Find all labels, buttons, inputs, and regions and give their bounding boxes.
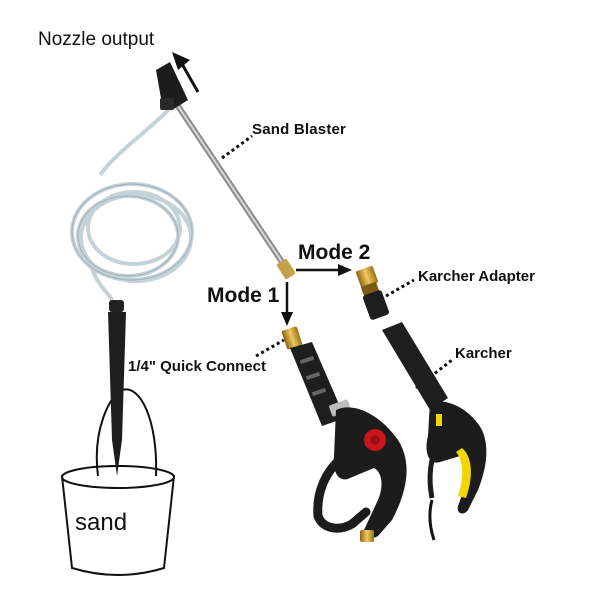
- sand-label: sand: [75, 509, 128, 536]
- sand-blaster-label: Sand Blaster: [252, 121, 347, 138]
- nozzle-output-label: Nozzle output: [38, 29, 155, 50]
- karcher-label: Karcher: [455, 345, 512, 362]
- quick-connect-spray-gun: [281, 326, 407, 542]
- nozzle-output-arrow: [172, 52, 200, 93]
- suction-probe: [108, 300, 126, 476]
- mode-2-arrow: [296, 264, 352, 276]
- clear-hose: [70, 106, 194, 302]
- karcher-adapter: [356, 266, 389, 320]
- quick-connect-label: 1/4" Quick Connect: [128, 358, 266, 375]
- karcher-spray-gun: [382, 322, 487, 541]
- mode-2-label: Mode 2: [298, 241, 371, 264]
- mode-1-label: Mode 1: [207, 284, 280, 307]
- karcher-adapter-label: Karcher Adapter: [418, 268, 535, 285]
- mode-1-arrow: [281, 282, 293, 326]
- sandblaster-lance: [156, 62, 296, 280]
